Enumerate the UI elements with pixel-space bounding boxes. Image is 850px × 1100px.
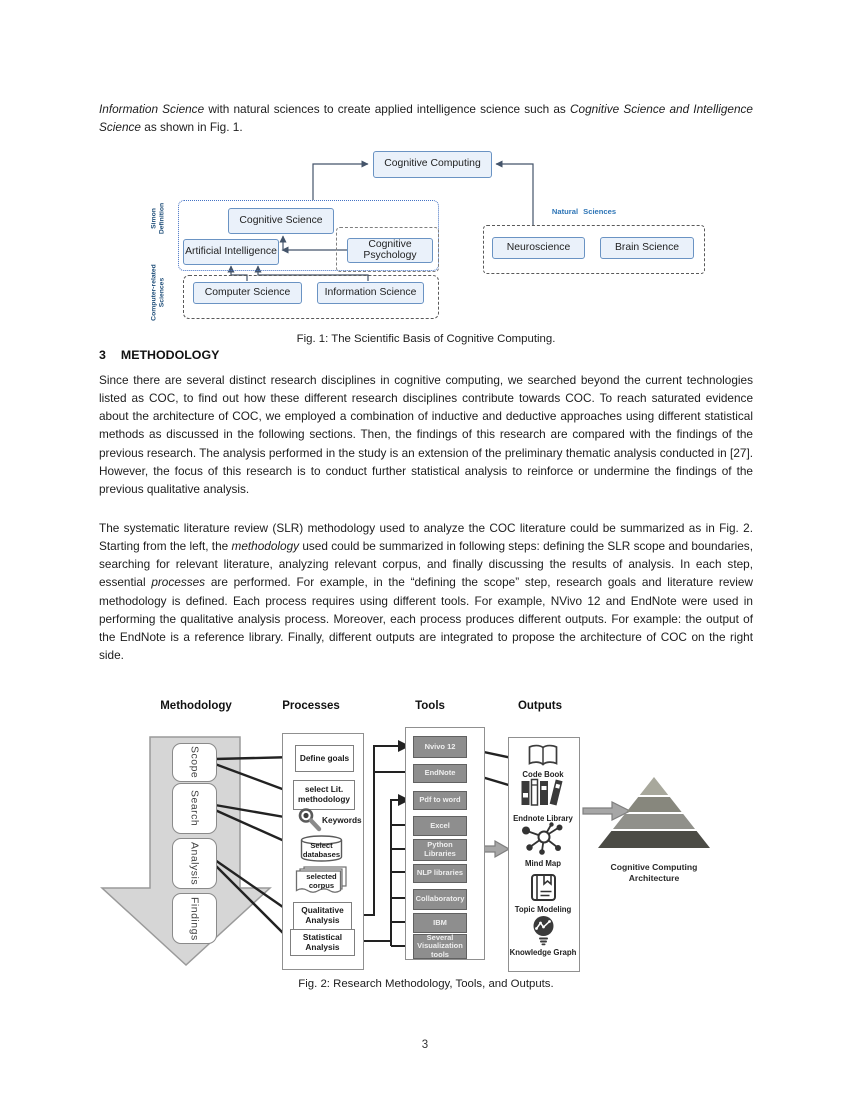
- page-number: 3: [421, 1039, 429, 1051]
- process-selected-corpus: selected corpus: [295, 866, 348, 894]
- database-icon: [300, 835, 343, 862]
- output-knowledge-graph: Knowledge Graph: [509, 948, 577, 957]
- step-analysis: Analysis: [172, 838, 217, 889]
- natural-sciences-group: [483, 225, 705, 274]
- step-search: Search: [172, 783, 217, 834]
- column-header-outputs: Outputs: [517, 700, 563, 712]
- computer-related-group: [183, 275, 439, 319]
- code-book-icon: [508, 744, 578, 767]
- tool-ibm: IBM: [413, 913, 467, 933]
- process-select-databases: Select databases: [300, 835, 343, 863]
- natural-sciences-label: Natural Sciences: [551, 207, 617, 216]
- node-artificial-intelligence: Artificial Intelligence: [183, 239, 279, 265]
- node-cognitive-psychology: Cognitive Psychology: [347, 238, 433, 263]
- output-topic-modeling: Topic Modeling: [514, 905, 572, 914]
- output-endnote-library: Endnote Library: [513, 814, 573, 823]
- fig1-caption: Fig. 1: The Scientific Basis of Cognitiv…: [296, 333, 556, 345]
- architecture-pyramid: [598, 777, 710, 848]
- figure-2: Methodology Processes Tools Outputs Scop…: [100, 698, 760, 976]
- tool-pdf-to-word: Pdf to word: [413, 791, 467, 810]
- output-code-book: Code Book: [522, 770, 564, 779]
- tool-nvivo-12: Nvivo 12: [413, 736, 467, 758]
- process-keywords: Keywords: [322, 815, 362, 825]
- mind-map-icon: [508, 822, 578, 855]
- column-header-processes: Processes: [282, 700, 340, 712]
- step-findings: Findings: [172, 893, 217, 944]
- section-heading: 3 METHODOLOGY: [99, 348, 219, 362]
- node-brain-science: Brain Science: [600, 237, 694, 259]
- tool-python-libraries: Python Libraries: [413, 839, 467, 861]
- node-cognitive-computing: Cognitive Computing: [373, 151, 492, 178]
- architecture-label: Cognitive Computing Architecture: [610, 862, 698, 884]
- magnifier-icon: [296, 806, 322, 832]
- fig2-caption: Fig. 2: Research Methodology, Tools, and…: [298, 978, 554, 990]
- tool-nlp-libraries: NLP libraries: [413, 864, 467, 883]
- figure-1: Simon Definition Computer-related Scienc…: [0, 148, 850, 328]
- computer-related-label: Computer-related Sciences: [150, 264, 166, 321]
- simon-definition-label: Simon Definition: [150, 202, 166, 235]
- cognitive-psychology-group: [336, 227, 439, 272]
- step-scope: Scope: [172, 743, 217, 782]
- node-neuroscience: Neuroscience: [492, 237, 585, 259]
- methodology-paragraph-2: The systematic literature review (SLR) m…: [99, 521, 753, 663]
- column-header-tools: Tools: [415, 700, 445, 712]
- output-mind-map: Mind Map: [525, 859, 561, 868]
- outputs-to-architecture-arrow: [582, 801, 632, 821]
- intro-paragraph: Information Science with natural science…: [99, 102, 753, 135]
- process-qualitative-analysis: Qualitative Analysis: [293, 902, 352, 930]
- process-define-goals: Define goals: [295, 745, 354, 772]
- documents-icon: [295, 866, 347, 893]
- tool-endnote: EndNote: [413, 764, 467, 783]
- node-cognitive-science: Cognitive Science: [228, 208, 334, 234]
- process-statistical-analysis: Statistical Analysis: [290, 929, 355, 956]
- section-number: 3: [99, 348, 106, 362]
- node-information-science: Information Science: [317, 282, 424, 304]
- section-title: METHODOLOGY: [120, 348, 220, 362]
- tool-several-visualization-tools: Several Visualization tools: [413, 933, 467, 959]
- journal-icon: [508, 873, 578, 902]
- lightbulb-graph-icon: [508, 915, 578, 946]
- process-select-lit-methodology: select Lit. methodology: [293, 780, 355, 810]
- node-computer-science: Computer Science: [193, 282, 302, 304]
- tool-excel: Excel: [413, 816, 467, 836]
- methodology-paragraph-1: Since there are several distinct researc…: [99, 373, 753, 496]
- books-icon: [508, 778, 578, 806]
- tool-collaboratory: Collaboratory: [413, 889, 467, 910]
- column-header-methodology: Methodology: [160, 700, 232, 712]
